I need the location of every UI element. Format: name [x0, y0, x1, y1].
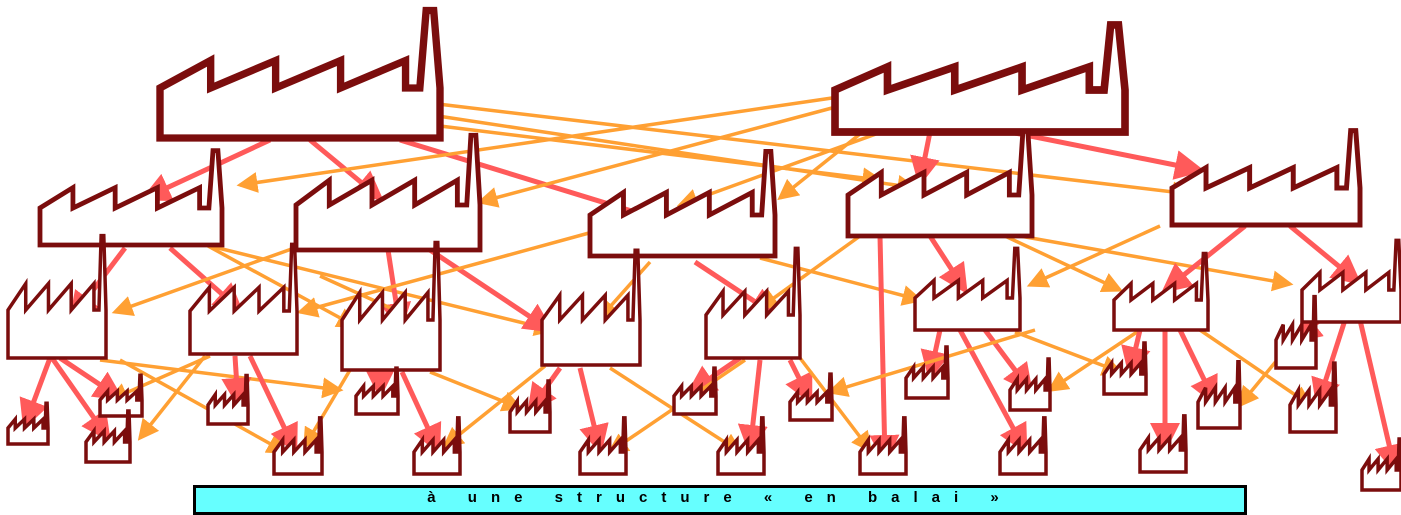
- factory-icon: [858, 416, 908, 476]
- factory-icon: [831, 21, 1129, 136]
- factory-icon: [1169, 128, 1363, 228]
- factory-icon: [293, 132, 483, 253]
- factory-icon: [704, 246, 802, 360]
- factory-icon: [412, 416, 462, 476]
- factory-icon: [206, 373, 250, 426]
- factory-icon: [1288, 361, 1338, 434]
- factory-icon: [913, 246, 1022, 332]
- primary-arrow: [428, 247, 555, 333]
- secondary-arrow: [1019, 234, 1294, 292]
- factory-icon: [354, 366, 400, 416]
- secondary-arrow: [209, 244, 556, 337]
- secondary-arrow: [99, 358, 344, 399]
- secondary-arrow: [1014, 330, 1124, 376]
- secondary-arrow: [476, 106, 833, 208]
- secondary-arrow: [759, 256, 924, 306]
- factory-icon: [845, 129, 1035, 239]
- secondary-arrow: [777, 132, 862, 201]
- secondary-arrow: [429, 370, 524, 412]
- secondary-arrow: [798, 356, 873, 453]
- secondary-arrow: [442, 364, 547, 449]
- factory-icon: [540, 248, 642, 367]
- factory-icon: [98, 373, 144, 418]
- factory-icon: [1300, 238, 1401, 324]
- factory-icon: [672, 366, 718, 416]
- primary-arrow: [19, 357, 53, 430]
- factory-icon: [998, 416, 1048, 476]
- secondary-arrow: [826, 328, 1036, 397]
- factory-icon: [1008, 357, 1052, 412]
- secondary-arrow: [1199, 328, 1313, 407]
- primary-arrow: [1288, 224, 1362, 286]
- factory-icon: [508, 379, 552, 434]
- primary-arrow: [869, 235, 900, 465]
- caption-text: à une structure « en balai »: [427, 489, 1013, 506]
- factory-icon: [272, 416, 324, 476]
- factories-layer: [6, 6, 1401, 492]
- secondary-arrow: [1004, 234, 1124, 293]
- factory-icon: [788, 372, 834, 422]
- secondary-arrow: [1047, 328, 1141, 392]
- secondary-arrow: [1026, 224, 1161, 288]
- secondary-arrow: [597, 260, 652, 321]
- secondary-arrow: [207, 244, 359, 328]
- factory-icon: [716, 416, 766, 476]
- factory-icon: [904, 345, 950, 400]
- primary-arrow: [983, 328, 1033, 394]
- factory-icon: [156, 6, 444, 142]
- primary-arrow: [49, 356, 111, 443]
- factory-icon: [37, 148, 225, 248]
- secondary-arrow: [757, 234, 862, 311]
- factory-icon: [1102, 341, 1148, 396]
- factory-icon: [1138, 414, 1188, 474]
- factory-icon: [84, 409, 132, 464]
- secondary-arrow: [236, 96, 833, 193]
- secondary-arrow: [296, 228, 601, 318]
- primary-arrow: [1311, 319, 1348, 409]
- primary-arrow: [221, 355, 252, 408]
- factory-icon: [1112, 251, 1210, 332]
- factory-icon: [587, 149, 778, 259]
- factory-icon: [1196, 359, 1242, 430]
- secondary-arrow: [303, 369, 352, 450]
- primary-arrow: [1177, 328, 1218, 407]
- primary-arrow: [737, 359, 768, 455]
- primary-arrow: [1009, 129, 1205, 180]
- factory-icon: [1274, 294, 1318, 370]
- secondary-arrow: [119, 358, 289, 454]
- secondary-arrow: [111, 244, 301, 317]
- primary-arrow: [577, 367, 609, 455]
- primary-arrow: [1357, 319, 1401, 475]
- caption-box: à une structure « en balai »: [193, 485, 1247, 515]
- primary-arrow: [247, 354, 298, 455]
- factory-icon: [1360, 437, 1401, 492]
- factory-icon: [6, 233, 108, 360]
- primary-arrow: [399, 370, 442, 455]
- primary-arrow: [140, 137, 272, 202]
- factory-icon: [6, 401, 50, 446]
- secondary-arrow: [137, 354, 207, 441]
- factory-icon: [188, 242, 299, 356]
- secondary-arrow: [437, 102, 1194, 203]
- factory-icon: [340, 240, 442, 372]
- factory-icon: [578, 416, 628, 476]
